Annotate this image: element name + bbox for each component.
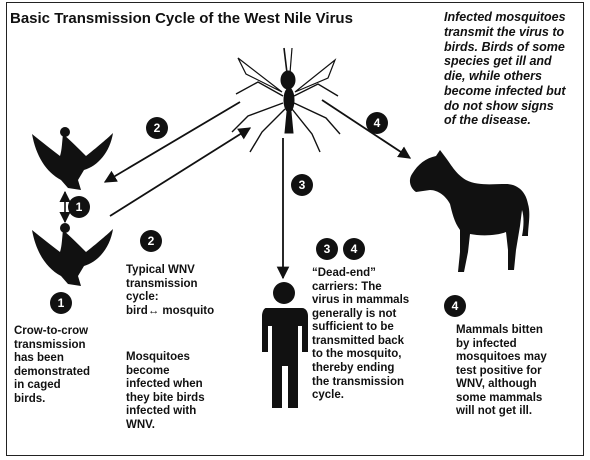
bird-icon-bottom xyxy=(32,223,113,286)
diagram-title: Basic Transmission Cycle of the West Nil… xyxy=(10,10,353,28)
horse-icon xyxy=(410,150,529,272)
dead-end-carriers-note: “Dead-end” carriers: The virus in mammal… xyxy=(312,267,409,403)
mosquito-infection-note: Mosquitoes become infected when they bit… xyxy=(126,351,205,432)
step-marker-1-arrow: 1 xyxy=(68,196,90,218)
step-marker-2-lower: 2 xyxy=(140,230,162,252)
step-marker-4-lower: 4 xyxy=(343,238,365,260)
mosquito-icon xyxy=(232,48,340,152)
step-marker-2-upper: 2 xyxy=(146,117,168,139)
mammals-note: Mammals bitten by infected mosquitoes ma… xyxy=(456,324,547,419)
top-right-note: Infected mosquitoes transmit the virus t… xyxy=(444,10,566,128)
step-marker-1-lower: 1 xyxy=(50,292,72,314)
step-marker-4-upper: 4 xyxy=(366,112,388,134)
bird-icon-top xyxy=(32,127,113,190)
step-marker-3-arrow: 3 xyxy=(291,174,313,196)
crow-transmission-note: Crow-to-crow transmission has been demon… xyxy=(14,325,90,406)
step-marker-3-lower: 3 xyxy=(316,238,338,260)
step-marker-4-right: 4 xyxy=(444,295,466,317)
arrow-mosquito-to-bird xyxy=(105,102,240,182)
transmission-cycle-note: Typical WNV transmission cycle: bird↔ mo… xyxy=(126,264,214,318)
human-icon xyxy=(262,282,308,408)
arrow-bird-to-mosquito xyxy=(110,128,250,216)
